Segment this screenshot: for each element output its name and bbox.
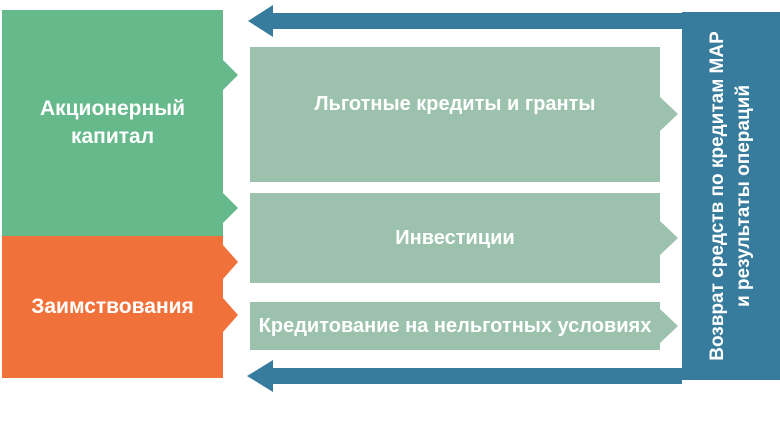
- equity-capital-label: Акционерный капитал: [2, 10, 223, 236]
- flow-bar-2-label: Инвестиции: [395, 226, 515, 249]
- equity-capital-label-text: Акционерный капитал: [39, 97, 186, 148]
- flow-bar-1-label: Льготные кредиты и гранты: [314, 93, 596, 115]
- equity-block-shape: [2, 10, 238, 236]
- return-bar-label-lines: Возврат средств по кредитам МАР и резуль…: [705, 31, 757, 361]
- return-bar-label-line2: и результаты операций: [733, 84, 754, 308]
- top-return-arrow-icon: [248, 5, 682, 37]
- flow-bar-2-shape: [250, 193, 678, 283]
- bottom-return-arrow-icon: [247, 360, 682, 392]
- return-bar-shape: [682, 12, 780, 380]
- flow-bar-1-shape: [250, 47, 678, 182]
- borrowings-block-shape: [2, 236, 238, 378]
- flow-bar-3-shape: [250, 302, 678, 350]
- return-bar-label: Возврат средств по кредитам МАР и резуль…: [682, 12, 780, 380]
- flow-bar-3-label: Кредитование на нельготных условиях: [258, 314, 652, 337]
- borrowings-label: Заимствования: [31, 295, 194, 318]
- return-bar-label-line1: Возврат средств по кредитам МАР: [707, 31, 728, 361]
